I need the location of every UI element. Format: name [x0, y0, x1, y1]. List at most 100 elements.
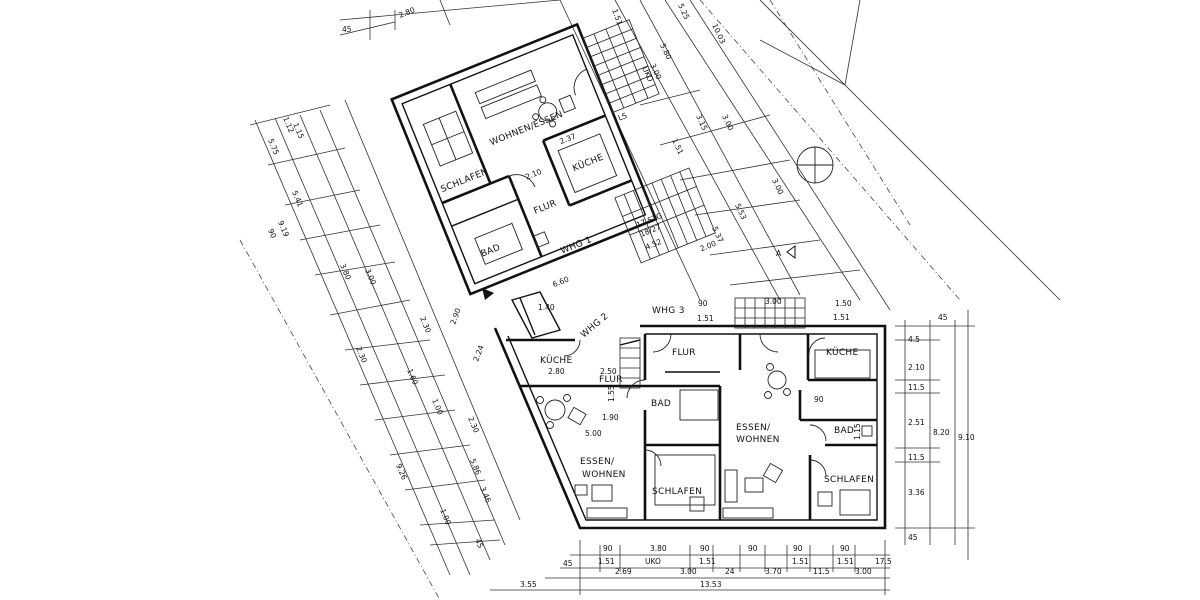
- dim-label: 1.60: [405, 367, 420, 386]
- dimension-lines-left: [239, 0, 561, 600]
- dim-label: 9.26: [394, 462, 409, 481]
- dim-label: 1.51: [697, 314, 714, 323]
- room-label-schlafen-3: SCHLAFEN: [824, 475, 874, 485]
- room-label-kueche-3: KÜCHE: [826, 347, 859, 358]
- dim-label: 5.25: [676, 2, 691, 21]
- dim-label: 2.51: [908, 418, 925, 427]
- dim-label: 2.30: [418, 315, 433, 334]
- dim-label: 45: [473, 537, 485, 550]
- dim-label: 3.00: [720, 113, 735, 132]
- dim-label: 3.36: [908, 488, 925, 497]
- dim-label: 4.5: [908, 335, 920, 344]
- dim-label: 90: [698, 299, 708, 308]
- room-label-bad-2: BAD: [651, 399, 671, 409]
- dim-label: 2.24: [471, 344, 485, 363]
- room-label-essen-2: ESSEN/: [580, 457, 615, 467]
- ls-label: LS: [617, 111, 629, 123]
- dim-label: 45: [563, 559, 573, 568]
- dim-label: 45: [938, 313, 948, 322]
- dim-label: 90: [840, 544, 850, 553]
- dim-label: 90: [266, 227, 278, 240]
- dim-label: 3.15: [694, 113, 709, 132]
- dim-label: 90: [793, 544, 803, 553]
- room-label-bad-3: BAD: [834, 426, 854, 436]
- dim-label: 13.53: [700, 580, 722, 589]
- room-label-wohnen-essen: WOHNEN/ESSEN: [489, 110, 565, 149]
- dim-label: 2.90: [448, 307, 462, 326]
- dim-label: 1.55: [607, 385, 616, 402]
- dim-label: 2.69: [615, 567, 632, 576]
- room-label-bad: BAD: [480, 243, 502, 260]
- room-label-schlafen-2: SCHLAFEN: [652, 487, 702, 497]
- dim-label: 1.51: [833, 313, 850, 322]
- dim-label: 3.00: [770, 177, 785, 196]
- dim-label: 1.51: [837, 557, 854, 566]
- dim-label: 1.51: [792, 557, 809, 566]
- stair-grid: [619, 297, 806, 389]
- room-label-flur-3: FLUR: [672, 348, 696, 358]
- room-label-flur: FLUR: [532, 199, 558, 217]
- dim-label: 11.5: [813, 567, 830, 576]
- dim-label: 11.5: [908, 383, 925, 392]
- dim-label: 10.03: [710, 22, 727, 45]
- dim-label: 5.41: [290, 189, 305, 208]
- dim-label: 5.75: [266, 137, 281, 156]
- dim-label: 2.50: [600, 367, 617, 376]
- dim-label: 1.40: [538, 303, 555, 312]
- dim-label: 5.86: [468, 457, 483, 476]
- dimension-lines-right: 45 4.5 2.10 11.5 2.51 8.20 9.10 11.5 3.3…: [895, 310, 975, 560]
- entrance-arrow-icon: [482, 288, 494, 300]
- dim-label: 1.51: [670, 137, 685, 156]
- dim-label: 1.90: [602, 413, 619, 422]
- section-marker-icon: [786, 245, 796, 259]
- dim-label: 5.00: [585, 429, 602, 438]
- dim-label: 2.30: [466, 415, 481, 434]
- dim-label: 3.70: [765, 567, 782, 576]
- dim-label: 3.00: [765, 297, 782, 306]
- dim-label: 1.51: [610, 8, 624, 27]
- dim-label: UKO: [645, 557, 661, 566]
- room-label-kueche-2: KÜCHE: [540, 355, 573, 366]
- room-label-wohnen-2: WOHNEN: [582, 470, 626, 480]
- dim-label: 90: [603, 544, 613, 553]
- room-label-kueche: KÜCHE: [571, 152, 605, 174]
- section-marker-label: A: [776, 249, 782, 258]
- room-label-wohnen-3: WOHNEN: [736, 435, 780, 445]
- upper-outer-wall: [390, 22, 658, 296]
- room-label-essen-3: ESSEN/: [736, 423, 771, 433]
- dim-label: 45: [342, 25, 352, 34]
- lower-building: KÜCHE FLUR BAD ESSEN/ WOHNEN SCHLAFEN WH…: [448, 291, 887, 530]
- room-label-flur-2: FLUR: [599, 375, 623, 385]
- dim-label: 2.00: [699, 239, 718, 254]
- dim-label: 6.60: [551, 274, 570, 289]
- dim-label: 3.46: [478, 485, 493, 504]
- dim-label: 24: [725, 567, 735, 576]
- dim-label: 3.00: [855, 567, 872, 576]
- dim-label: 1.51: [699, 557, 716, 566]
- unit-label-whg2: WHG 2: [579, 312, 611, 341]
- dim-label: 90: [814, 395, 824, 404]
- dimension-lines-bottom: 90 3.80 90 90 90 90 45 1.51 2.69 UKO 3.0…: [490, 540, 892, 595]
- dim-label: 3.00: [363, 267, 378, 286]
- dim-label: 2.10: [908, 363, 925, 372]
- unit-label-whg1: WHG 1: [559, 235, 593, 257]
- dim-label: 2.80: [397, 5, 416, 20]
- dimension-lines-right-diagonal: A: [559, 0, 1061, 311]
- dim-label: 1.15: [853, 423, 862, 440]
- dim-label: 3.55: [520, 580, 537, 589]
- dim-label: 2.10: [524, 167, 543, 182]
- dim-label: 3.80: [650, 544, 667, 553]
- unit-label-whg3: WHG 3: [652, 306, 685, 316]
- dim-label: 8.20: [933, 428, 950, 437]
- dim-label: 1.00: [430, 397, 445, 416]
- dim-label: 1.50: [835, 299, 852, 308]
- dim-label: 17.5: [875, 557, 892, 566]
- dim-label: 90: [700, 544, 710, 553]
- dim-label: 3.00: [680, 567, 697, 576]
- dim-label: 2.80: [548, 367, 565, 376]
- dim-label: 4.52: [644, 237, 663, 252]
- dim-label: 90: [748, 544, 758, 553]
- dim-label: 2.30: [354, 345, 369, 364]
- dim-label: 11.5: [908, 453, 925, 462]
